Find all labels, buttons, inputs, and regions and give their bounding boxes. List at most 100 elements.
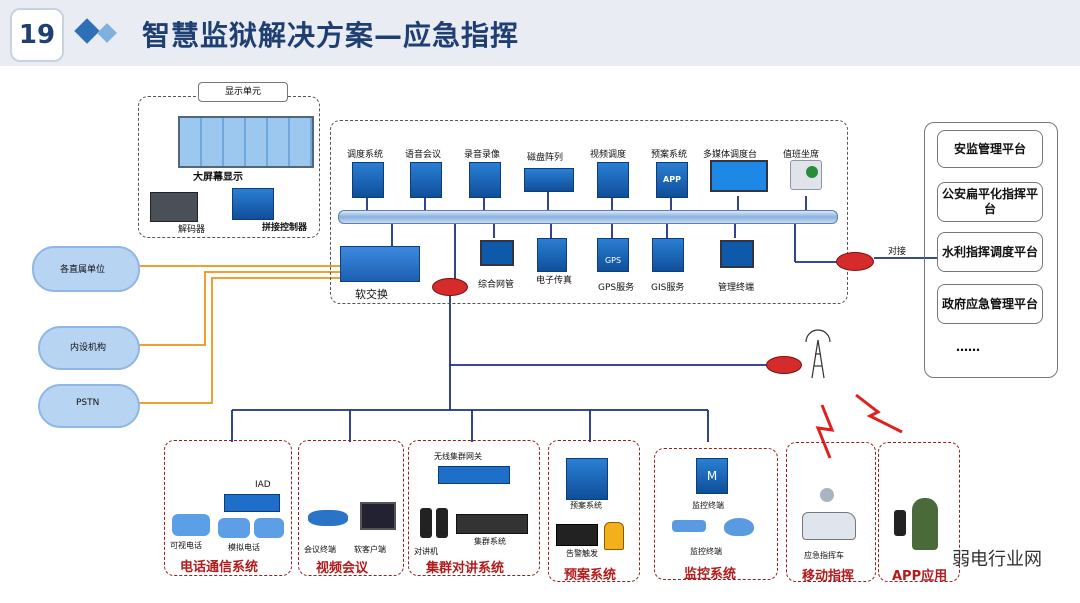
- video-wall-icon: [178, 116, 314, 168]
- platform-item: 安监管理平台: [937, 130, 1043, 168]
- softswitch-label: 软交换: [355, 288, 388, 301]
- device-label: 电子传真: [536, 276, 573, 286]
- platform-item: 政府应急管理平台: [937, 284, 1043, 324]
- router-icon: [432, 278, 468, 296]
- monitor-server-icon: M: [696, 458, 728, 494]
- trunk-system-title: 集群对讲系统: [426, 561, 505, 576]
- gis-server-icon: [652, 238, 684, 272]
- radio-icon: [420, 508, 432, 538]
- conference-terminal-icon: [308, 510, 348, 526]
- radio-icon: [436, 508, 448, 538]
- analog-phone-label: 模拟电话: [228, 543, 260, 552]
- device-label: 语音会议: [405, 150, 442, 160]
- platforms-box: [924, 122, 1058, 378]
- splice-controller-label: 拼接控制器: [262, 223, 308, 233]
- softswitch-icon: [340, 246, 420, 282]
- multimedia-console-icon: [710, 160, 768, 192]
- monitor-terminal-label: 监控终端: [692, 501, 724, 510]
- video-dispatch-server-icon: [597, 162, 629, 198]
- phone-device-icon: [894, 510, 906, 536]
- video-conference-box: [298, 440, 404, 576]
- app-box: [878, 442, 960, 582]
- phone-system-title: 电话通信系统: [180, 560, 259, 575]
- core-platform-box: [330, 120, 848, 304]
- command-vehicle-icon: [802, 512, 856, 540]
- platform-item: 水利指挥调度平台: [937, 232, 1043, 272]
- display-unit-title: 显示单元: [198, 82, 288, 102]
- iad-label: IAD: [255, 480, 271, 490]
- router-icon: [836, 252, 874, 271]
- recording-server-icon: [469, 162, 501, 198]
- wireless-gateway-label: 无线集群网关: [434, 452, 482, 461]
- splice-controller-icon: [232, 188, 274, 220]
- device-label: GIS服务: [651, 283, 685, 293]
- iad-device-icon: [224, 494, 280, 512]
- device-label: 管理终端: [718, 283, 755, 293]
- cloud-icon: [38, 384, 140, 428]
- vehicle-label: 应急指挥车: [804, 551, 844, 560]
- plan-server-icon: [566, 458, 608, 500]
- monitor-badge: M: [706, 469, 718, 483]
- alarm-trigger-label: 告警触发: [566, 549, 598, 558]
- big-screen-label: 大屏幕显示: [193, 172, 243, 183]
- camera-icon: [672, 520, 706, 532]
- laptop-icon: [360, 502, 396, 530]
- cloud-icon: [32, 246, 140, 292]
- voice-conference-server-icon: [410, 162, 442, 198]
- satellite-dish-icon: [820, 488, 834, 502]
- slide-number: 19: [10, 8, 64, 62]
- platform-more: ……: [956, 340, 980, 354]
- device-label: 录音录像: [464, 150, 501, 160]
- decoder-label: 解码器: [178, 225, 206, 235]
- plan-label: 预案系统: [570, 501, 602, 510]
- management-terminal-icon: [720, 240, 754, 268]
- plan-server-icon: APP: [656, 162, 688, 198]
- device-label: 值班坐席: [783, 150, 820, 160]
- watermark: 弱电行业网: [952, 549, 1042, 570]
- walkie-talkie-label: 对讲机: [414, 547, 438, 556]
- phone-icon: [172, 514, 210, 536]
- phone-system-box: [164, 440, 292, 576]
- device-label: 磁盘阵列: [527, 153, 564, 163]
- device-label: 预案系统: [651, 150, 688, 160]
- plan-system-title: 预案系统: [564, 568, 617, 583]
- dome-camera-icon: [724, 518, 754, 536]
- header-bar: [0, 0, 1080, 66]
- device-label: 调度系统: [347, 150, 384, 160]
- device-label: 视频调度: [590, 150, 627, 160]
- page-title: 智慧监狱解决方案—应急指挥: [142, 19, 520, 52]
- plan-system-box: [548, 440, 640, 582]
- monitor-system-box: [654, 448, 778, 580]
- trunk-system-box: [408, 440, 540, 576]
- backbone-bus: [338, 210, 838, 224]
- monitor-system-title: 监控系统: [684, 567, 737, 582]
- external-unit-label: PSTN: [76, 398, 100, 408]
- device-label: 综合网管: [478, 280, 515, 290]
- decoder-icon: [150, 192, 198, 222]
- phone-icon: [218, 518, 250, 538]
- trunk-system-label: 集群系统: [474, 537, 506, 546]
- disk-array-icon: [524, 168, 574, 192]
- monitor-terminal-label-2: 监控终端: [690, 547, 722, 556]
- cloud-icon: [38, 326, 140, 370]
- network-management-monitor-icon: [480, 240, 514, 266]
- app-title: APP应用: [892, 569, 948, 584]
- external-unit-label: 内设机构: [70, 343, 107, 353]
- app-icon-text: APP: [663, 175, 681, 184]
- conf-terminal-label: 会议终端: [304, 545, 336, 554]
- platform-item: 公安扁平化指挥平台: [937, 182, 1043, 222]
- dispatch-server-icon: [352, 162, 384, 198]
- wireless-gateway-icon: [438, 466, 510, 484]
- gps-icon-text: GPS: [604, 256, 622, 265]
- trunk-base-station-icon: [456, 514, 528, 534]
- officer-icon: [912, 498, 938, 550]
- video-phone-label: 可视电话: [170, 541, 202, 550]
- connect-label: 对接: [888, 247, 907, 257]
- phone-icon: [254, 518, 284, 538]
- alarm-light-icon: [604, 522, 624, 550]
- fax-server-icon: [537, 238, 567, 272]
- alarm-panel-icon: [556, 524, 598, 546]
- device-label: 多媒体调度台: [703, 150, 758, 160]
- gps-server-icon: GPS: [597, 238, 629, 272]
